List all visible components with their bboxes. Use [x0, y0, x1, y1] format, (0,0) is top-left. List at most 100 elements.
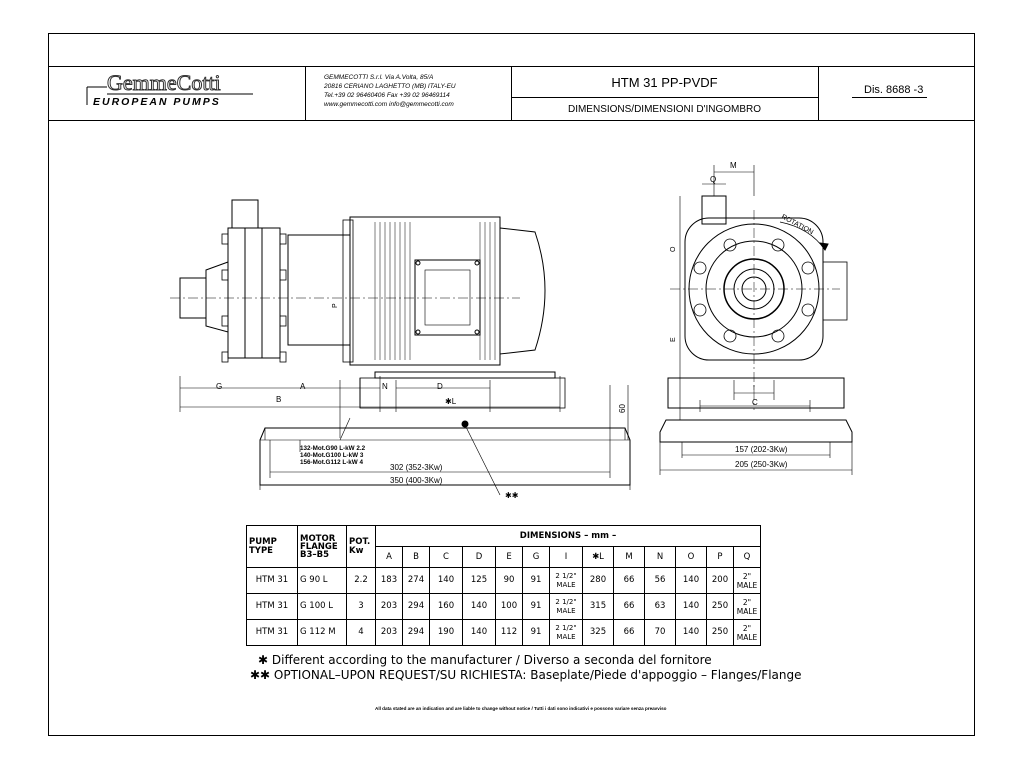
- note-optional: ✱✱ OPTIONAL–UPON REQUEST/SU RICHIESTA: B…: [250, 668, 802, 682]
- title-block-divider-1: [305, 66, 306, 120]
- dim-e: E: [670, 337, 677, 342]
- cell-flange: G 100 L: [297, 593, 347, 620]
- title-block-divider-2: [511, 66, 512, 120]
- col-g: G: [522, 546, 550, 568]
- cell-b: 294: [402, 593, 430, 620]
- logo-tagline: EUROPEAN PUMPS: [93, 96, 221, 108]
- cell-l: 315: [582, 593, 614, 620]
- dim-157: 157 (202-3Kw): [735, 445, 788, 454]
- cell-p: 250: [706, 593, 734, 620]
- col-l: ✱L: [582, 546, 614, 568]
- cell-q: 2"MALE: [733, 593, 761, 620]
- col-m: M: [613, 546, 645, 568]
- cell-i: 2 1/2"MALE: [549, 619, 583, 646]
- col-q: Q: [733, 546, 761, 568]
- dim-205: 205 (250-3Kw): [735, 460, 788, 469]
- dim-d: D: [437, 382, 443, 391]
- cell-o: 140: [675, 567, 707, 594]
- terminal-box: [414, 259, 481, 336]
- cell-p: 200: [706, 567, 734, 594]
- cell-m: 66: [613, 593, 645, 620]
- cell-l: 280: [582, 567, 614, 594]
- dim-c: C: [752, 398, 758, 407]
- title-block-divider-3: [818, 66, 819, 120]
- cell-i: 2 1/2"MALE: [549, 567, 583, 594]
- cell-n: 70: [644, 619, 676, 646]
- cell-d: 140: [462, 619, 496, 646]
- cell-kw: 3: [346, 593, 376, 620]
- cell-pump: HTM 31: [246, 619, 298, 646]
- drawing-number: Dis. 8688 -3: [852, 84, 928, 98]
- title-split-line: [511, 97, 818, 98]
- address-line: GEMMECOTTI S.r.l. Via A.Volta, 85/A: [324, 74, 434, 81]
- motor-spec-1: 132-Mot.G90 L-kW 2.2: [300, 445, 366, 452]
- dim-302: 302 (352-3Kw): [390, 463, 443, 472]
- side-view-drawing: G A B N D ✱L P 60 132-Mot.G90 L-kW 2.2 1…: [170, 199, 631, 500]
- cell-e: 100: [495, 593, 523, 620]
- fan-cover: [499, 227, 546, 355]
- cell-flange: G 90 L: [297, 567, 347, 594]
- motor-foot: [374, 371, 556, 379]
- note-manufacturer: ✱ Different according to the manufacture…: [258, 653, 712, 667]
- discharge-nozzle: [231, 199, 259, 229]
- motor-spec-3: 156-Mot.G112 L-kW 4: [300, 459, 363, 466]
- header-pot: POT.Kw: [346, 525, 376, 568]
- dim-g: G: [216, 382, 222, 391]
- dim-a: A: [300, 382, 306, 391]
- cell-l: 325: [582, 619, 614, 646]
- col-e: E: [495, 546, 523, 568]
- dim-q: Q: [710, 175, 716, 184]
- cell-p: 250: [706, 619, 734, 646]
- front-view-drawing: M Q O E I C ROTATION 157 (202-3Kw) 205 (…: [659, 161, 853, 475]
- col-p: P: [706, 546, 734, 568]
- cell-o: 140: [675, 593, 707, 620]
- cell-d: 140: [462, 593, 496, 620]
- col-d: D: [462, 546, 496, 568]
- cell-i: 2 1/2"MALE: [549, 593, 583, 620]
- rotation-label: ROTATION: [780, 214, 814, 237]
- cell-e: 90: [495, 567, 523, 594]
- front-discharge: [701, 195, 727, 225]
- company-address: GEMMECOTTI S.r.l. Via A.Volta, 85/A 2081…: [324, 73, 456, 109]
- cell-q: 2"MALE: [733, 619, 761, 646]
- front-motor-base: [667, 377, 845, 409]
- table-row: HTM 31 G 100 L 3 203 294 160 140 100 91 …: [246, 593, 761, 620]
- front-baseplate: [659, 419, 853, 443]
- col-n: N: [644, 546, 676, 568]
- cell-q: 2"MALE: [733, 567, 761, 594]
- cell-kw: 4: [346, 619, 376, 646]
- cell-e: 112: [495, 619, 523, 646]
- drawing-title: HTM 31 PP-PVDF: [611, 75, 718, 90]
- dim-b: B: [276, 395, 281, 404]
- motor-spec-2: 140-Mot.G100 L-kW 3: [300, 452, 364, 459]
- table-row: HTM 31 G 90 L 2.2 183 274 140 125 90 91 …: [246, 567, 761, 594]
- cell-g: 91: [522, 567, 550, 594]
- cell-g: 91: [522, 593, 550, 620]
- cell-a: 203: [375, 593, 403, 620]
- col-c: C: [429, 546, 463, 568]
- cell-a: 203: [375, 619, 403, 646]
- optional-mark: ✱✱: [505, 491, 519, 500]
- footer-disclaimer: All data stated are an indication and ar…: [375, 706, 667, 711]
- col-o: O: [675, 546, 707, 568]
- cell-m: 66: [613, 567, 645, 594]
- cell-n: 56: [644, 567, 676, 594]
- cell-o: 140: [675, 619, 707, 646]
- col-i: I: [549, 546, 583, 568]
- cell-m: 66: [613, 619, 645, 646]
- cell-flange: G 112 M: [297, 619, 347, 646]
- address-line: Tel.+39 02 96460406 Fax +39 02 96469114: [324, 92, 450, 99]
- cell-c: 190: [429, 619, 463, 646]
- cell-a: 183: [375, 567, 403, 594]
- dim-p: P: [332, 303, 339, 308]
- dim-o: O: [670, 246, 677, 252]
- cell-pump: HTM 31: [246, 567, 298, 594]
- cell-kw: 2.2: [346, 567, 376, 594]
- motor-base-block: [359, 377, 566, 409]
- pump-casing: [227, 227, 281, 359]
- logo-name: GemmeCotti: [107, 70, 222, 96]
- lantern-adapter: [287, 234, 351, 346]
- dim-60: 60: [618, 404, 627, 413]
